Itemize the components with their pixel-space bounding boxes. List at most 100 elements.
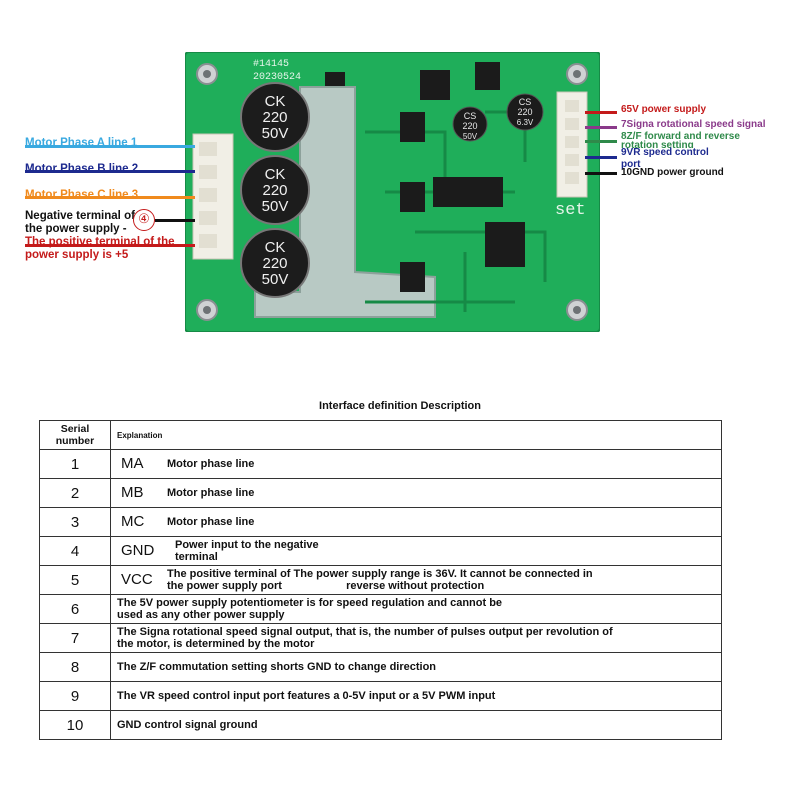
label-phase-c: Motor Phase C line 3 xyxy=(25,189,139,201)
wire-zf xyxy=(585,140,617,143)
board-date: 20230524 xyxy=(253,72,301,83)
capacitor-big-2: CK 220 50V xyxy=(240,155,310,225)
row-description: MA Motor phase line xyxy=(110,449,722,479)
table-row: 8 The Z/F commutation setting shorts GND… xyxy=(39,652,722,682)
label-zf-2: rotation setting xyxy=(621,140,694,148)
label-negative-2: the power supply - xyxy=(25,223,127,235)
cap-big-2-text-1: CK xyxy=(265,166,286,183)
table-row: 9 The VR speed control input port featur… xyxy=(39,681,722,711)
row-description: GND control signal ground xyxy=(110,710,722,740)
row-text-block: The positive terminal of The power suppl… xyxy=(167,568,593,592)
row-description: The Signa rotational speed signal output… xyxy=(110,623,722,653)
circled-number: ④ xyxy=(133,209,155,231)
silk-set: set xyxy=(555,201,586,220)
header-explanation: Explanation xyxy=(110,420,722,450)
row-description: MC Motor phase line xyxy=(110,507,722,537)
cap-big-3-text-1: CK xyxy=(265,239,286,256)
row-code: VCC xyxy=(121,571,153,588)
row-description: VCC The positive terminal of The power su… xyxy=(110,565,722,595)
capacitor-big-1: CK 220 50V xyxy=(240,82,310,152)
cap-small-right-1: CS xyxy=(519,97,532,107)
row-text: terminal xyxy=(175,551,218,563)
board-photo: CS 220 50V CS 220 6.3V CK 220 50V CK 220… xyxy=(0,0,800,360)
mount-hole-icon xyxy=(196,299,218,321)
cap-big-1-text-3: 50V xyxy=(262,125,289,142)
label-phase-b: Motor Phase B line 2 xyxy=(25,163,139,175)
table-row: 10 GND control signal ground xyxy=(39,710,722,740)
interface-table: Serial number Explanation 1 MA Motor phas… xyxy=(39,420,722,740)
label-positive-1: The positive terminal of the xyxy=(25,236,175,248)
row-number: 4 xyxy=(39,536,111,566)
row-code: GND xyxy=(121,542,155,559)
mount-hole-icon xyxy=(196,63,218,85)
row-number: 6 xyxy=(39,594,111,624)
cap-small-right-2: 220 xyxy=(517,107,532,117)
label-vr-1: 9VR speed control xyxy=(621,147,709,158)
cap-big-3-text-2: 220 xyxy=(262,255,287,272)
row-text: The Signa rotational speed signal output… xyxy=(117,626,613,638)
table-row: 3 MC Motor phase line xyxy=(39,507,722,537)
label-vr-2: port xyxy=(621,159,641,170)
row-description: The 5V power supply potentiometer is for… xyxy=(110,594,722,624)
label-positive-2: power supply is +5 xyxy=(25,249,129,261)
wire-vr xyxy=(585,156,617,159)
table-header-row: Serial number Explanation xyxy=(39,420,722,450)
row-text: used as any other power supply xyxy=(117,609,285,621)
label-negative-1: Negative terminal of xyxy=(25,210,135,222)
wire-phase-b xyxy=(25,170,195,173)
row-description: The Z/F commutation setting shorts GND t… xyxy=(110,652,722,682)
mount-hole-icon xyxy=(566,63,588,85)
wire-signal xyxy=(585,126,617,129)
label-zf-1: 8Z/F forward and reverse xyxy=(621,131,740,142)
capacitor-small-right: CS 220 6.3V xyxy=(506,93,544,131)
row-number: 1 xyxy=(39,449,111,479)
table-title: Interface definition Description xyxy=(319,400,481,412)
header-serial-1: Serial xyxy=(60,423,90,435)
row-number: 7 xyxy=(39,623,111,653)
row-number: 2 xyxy=(39,478,111,508)
header-serial: Serial number xyxy=(39,420,111,450)
row-code: MA xyxy=(121,455,144,473)
cap-small-left-2: 220 xyxy=(462,121,477,131)
motor-connector xyxy=(192,133,234,260)
row-number: 5 xyxy=(39,565,111,595)
cap-big-3-text-3: 50V xyxy=(262,271,289,288)
wire-negative xyxy=(155,219,195,222)
control-connector xyxy=(556,91,588,198)
cap-big-2-text-3: 50V xyxy=(262,198,289,215)
capacitor-small-left: CS 220 50V xyxy=(452,106,488,142)
table-row: 6 The 5V power supply potentiometer is f… xyxy=(39,594,722,624)
cap-small-right-3: 6.3V xyxy=(517,118,534,127)
row-text: Motor phase line xyxy=(167,487,255,500)
row-text: The positive terminal of The power suppl… xyxy=(167,568,593,580)
row-text: the motor, is determined by the motor xyxy=(117,638,315,650)
table-row: 5 VCC The positive terminal of The power … xyxy=(39,565,722,595)
table-row: 7 The Signa rotational speed signal outp… xyxy=(39,623,722,653)
row-number: 10 xyxy=(39,710,111,740)
cap-big-2-text-2: 220 xyxy=(262,182,287,199)
cap-big-1-text-2: 220 xyxy=(262,109,287,126)
row-number: 9 xyxy=(39,681,111,711)
capacitor-big-3: CK 220 50V xyxy=(240,228,310,298)
label-phase-a: Motor Phase A line 1 xyxy=(25,137,138,149)
cap-small-left-1: CS xyxy=(464,111,477,121)
row-code: MC xyxy=(121,513,145,531)
label-gnd: 10GND power ground xyxy=(621,167,724,178)
mount-hole-icon xyxy=(566,299,588,321)
row-text: Motor phase line xyxy=(167,516,255,529)
row-number: 8 xyxy=(39,652,111,682)
wire-phase-a xyxy=(25,145,195,148)
header-serial-2: number xyxy=(55,435,95,447)
wire-gnd xyxy=(585,172,617,175)
row-text: Motor phase line xyxy=(167,458,255,471)
label-signal: 7Signa rotational speed signal xyxy=(621,119,766,130)
row-text: the power supply port reverse without pr… xyxy=(167,580,485,592)
label-5v: 65V power supply xyxy=(621,104,707,115)
row-number: 3 xyxy=(39,507,111,537)
table-row: 1 MA Motor phase line xyxy=(39,449,722,479)
